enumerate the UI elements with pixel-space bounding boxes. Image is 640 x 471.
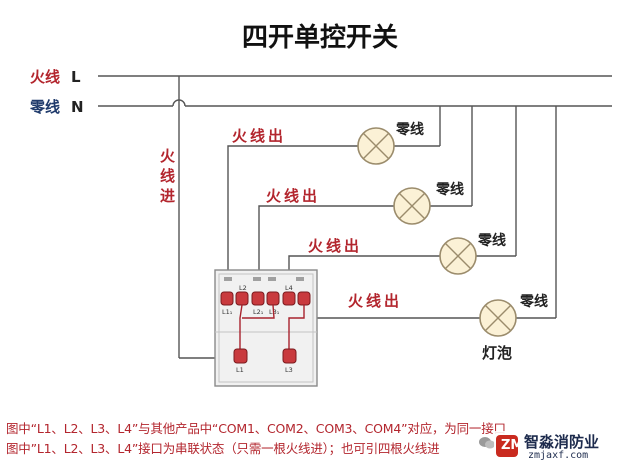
caption-line-2: 图中”L1、L2、L3、L4”接口为串联状态（只需一根火线进）；也可引四根火线进: [6, 441, 440, 456]
switch-label-L1: L1: [236, 366, 244, 374]
live-out-wire-1: [227, 145, 358, 290]
four-gang-switch: L2 L4 L1₁ L2₁ L3₁ L1 L3: [214, 269, 318, 387]
live-out-wire-2: [258, 205, 394, 290]
watermark: ZM 智淼消防业 zmjaxf.com: [494, 431, 634, 465]
caption-line-1: 图中“L1、L2、L3、L4”与其他产品中“COM1、COM2、COM3、COM…: [6, 421, 506, 436]
series-link-1: [239, 304, 243, 350]
live-out-label-1: 火线出: [232, 127, 286, 145]
terminal-bottom-L3: [282, 348, 297, 364]
switch-sublabel-3: L3₁: [269, 308, 280, 316]
live-out-label-3: 火线出: [308, 237, 362, 255]
live-out-label-4: 火线出: [348, 292, 402, 310]
neutral-label-1: 零线: [395, 121, 424, 138]
watermark-url: zmjaxf.com: [528, 450, 589, 461]
zm-logo-icon: ZM: [496, 435, 523, 457]
live-in-label-2: 线: [160, 167, 175, 185]
terminal-top-6: [297, 291, 311, 306]
bulb-4: [479, 299, 517, 337]
bulb-2: [393, 187, 431, 225]
terminal-top-1: [220, 291, 234, 306]
switch-sublabel-2: L2₁: [253, 308, 264, 316]
neutral-label-4: 零线: [519, 293, 548, 310]
bulb-label: 灯泡: [482, 344, 512, 362]
switch-label-L3: L3: [285, 366, 293, 374]
live-out-label-2: 火线出: [266, 187, 320, 205]
live-in-label-3: 进: [160, 187, 175, 205]
live-in-label-1: 火: [160, 147, 176, 165]
terminal-top-4: [266, 291, 280, 306]
bulb-1: [357, 127, 395, 165]
series-link-3: [288, 305, 305, 350]
neutral-label-3: 零线: [477, 232, 506, 249]
neutral-line-label: 零线: [29, 98, 60, 116]
switch-label-L4: L4: [285, 284, 293, 292]
terminal-top-2: [235, 291, 249, 306]
terminal-top-5: [282, 291, 296, 306]
live-line-letter: L: [71, 68, 81, 86]
switch-label-L2: L2: [239, 284, 247, 292]
neutral-line-letter: N: [71, 98, 84, 116]
terminal-top-3: [251, 291, 265, 306]
switch-sublabel-1: L1₁: [222, 308, 233, 316]
wechat-icon: [479, 437, 495, 449]
series-link-2: [242, 304, 275, 319]
bulb-3: [439, 237, 477, 275]
watermark-name: 智淼消防业: [524, 433, 600, 451]
neutral-label-2: 零线: [435, 181, 464, 198]
live-line-label: 火线: [30, 68, 60, 86]
diagram-title: 四开单控开关: [242, 23, 398, 53]
terminal-bottom-L1: [233, 348, 248, 364]
